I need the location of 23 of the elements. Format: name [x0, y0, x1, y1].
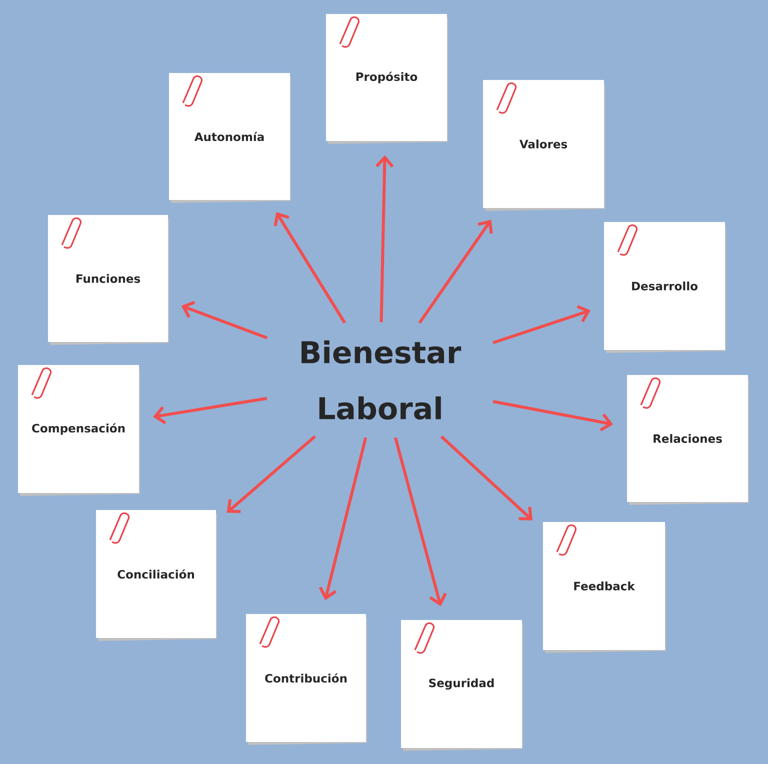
sticky-note: Funciones — [48, 215, 169, 345]
arrow — [153, 396, 268, 424]
sticky-note: Autonomía — [169, 73, 291, 203]
sticky-note: Conciliación — [96, 510, 217, 641]
arrow — [418, 220, 493, 324]
title-text: Bienestar Laboral — [302, 340, 462, 420]
arrow — [394, 437, 447, 606]
sticky-note: Contribución — [246, 614, 367, 745]
arrow — [274, 212, 346, 324]
arrow — [492, 305, 591, 344]
arrow — [376, 155, 394, 322]
arrow — [318, 437, 368, 600]
sticky-note: Feedback — [543, 522, 666, 653]
sticky-note: Relaciones — [627, 375, 749, 505]
arrow — [492, 400, 614, 432]
arrow — [181, 300, 268, 340]
sticky-note: Compensación — [18, 365, 140, 496]
sticky-note: Propósito — [326, 14, 448, 144]
sticky-note: Desarrollo — [604, 222, 726, 353]
sticky-note: Seguridad — [401, 620, 523, 751]
arrow — [440, 435, 532, 520]
arrow — [226, 435, 316, 513]
sticky-note: Valores — [483, 80, 605, 211]
